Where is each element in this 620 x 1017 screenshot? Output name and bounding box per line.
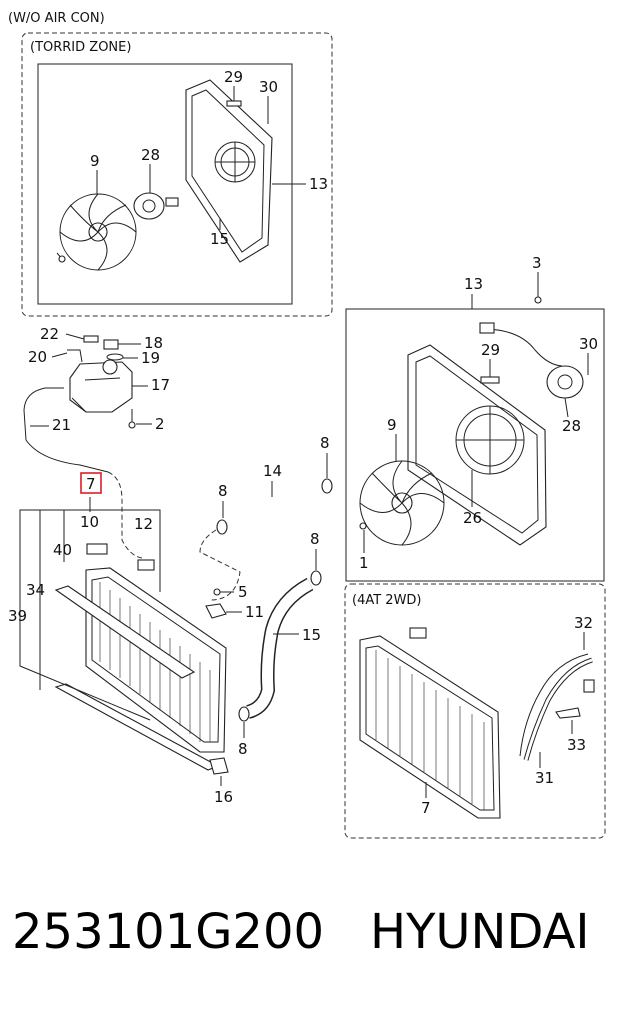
bracket-10 [86,543,108,555]
callout-19: 19 [141,349,160,367]
callout-15b: 15 [302,626,321,644]
clip-33 [555,707,581,719]
callout-34: 34 [26,581,45,599]
brand-name: HYUNDAI [370,904,590,960]
overflow-hose-route [107,471,143,559]
callout-39: 39 [8,607,27,625]
callout-10: 10 [80,513,99,531]
callout-16: 16 [214,788,233,806]
callout-8a: 8 [218,482,228,500]
drain-plug [209,757,229,775]
variant-label: (W/O AIR CON) [8,11,105,26]
callout-30: 30 [259,78,278,96]
part-number: 253101G200 [12,904,325,960]
bracket-11 [205,603,227,619]
clamp-8c [310,570,322,586]
callout-13b: 13 [464,275,483,293]
reservoir-tank [69,359,133,413]
callout-20: 20 [28,348,47,366]
callout-28: 28 [141,146,160,164]
callout-33: 33 [567,736,586,754]
callout-22: 22 [40,325,59,343]
callout-26: 26 [463,509,482,527]
callout-7b: 7 [421,799,431,817]
at-2wd-label: (4AT 2WD) [352,593,422,608]
callout-31: 31 [535,769,554,787]
torrid-fan-shroud [185,79,273,263]
fan-motor [546,365,584,399]
callout-2: 2 [155,415,165,433]
parts-diagram: (W/O AIR CON) (TORRID ZONE) 29 30 9 28 1… [8,11,606,839]
torrid-zone-label: (TORRID ZONE) [30,40,131,55]
callout-8c: 8 [310,530,320,548]
callout-18: 18 [144,334,163,352]
overflow-hose [23,387,109,473]
fan-blade [359,460,445,546]
label-plate [480,376,500,384]
callout-8b: 8 [320,434,330,452]
fan-shroud [407,344,547,546]
callout-9b: 9 [387,416,397,434]
upper-hose-route [199,529,241,601]
torrid-fan-blade [59,193,137,271]
at-2wd-frame [344,583,606,839]
fan-connector [479,322,495,334]
callout-12: 12 [134,515,153,533]
bolt-5 [213,588,221,596]
nut-1 [359,522,367,530]
clamp-8d [238,706,250,722]
callout-8d: 8 [238,740,248,758]
air-guard-40 [54,585,196,679]
callout-40: 40 [53,541,72,559]
cap-gasket [106,353,124,361]
fan-assembly-box [345,308,605,582]
callout-32: 32 [574,614,593,632]
fan-wire-harness [485,328,563,367]
fitting-32 [583,679,595,693]
callout-30b: 30 [579,335,598,353]
callout-7: 7 [86,475,96,493]
callout-1: 1 [359,554,369,572]
callout-15: 15 [210,230,229,248]
torrid-fan-motor [133,192,179,220]
callout-3: 3 [532,254,542,272]
radiator-cap [137,559,155,571]
callout-14: 14 [263,462,282,480]
torrid-label-plate [226,100,242,107]
highlight-box [80,472,102,494]
reservoir-cap [103,339,119,350]
radiator-4at-cap [409,627,427,639]
hose-20 [67,349,83,363]
clamp-8a [216,519,228,535]
torrid-zone-frame [21,32,333,317]
callout-21: 21 [52,416,71,434]
callout-13: 13 [309,175,328,193]
callout-5: 5 [238,583,248,601]
callout-17: 17 [151,376,170,394]
callout-9: 9 [90,152,100,170]
callout-11: 11 [245,603,264,621]
callout-29b: 29 [481,341,500,359]
reservoir-label [83,335,99,343]
callout-29: 29 [224,68,243,86]
radiator-4at [359,635,501,819]
clamp-8b [321,478,333,494]
callout-28b: 28 [562,417,581,435]
